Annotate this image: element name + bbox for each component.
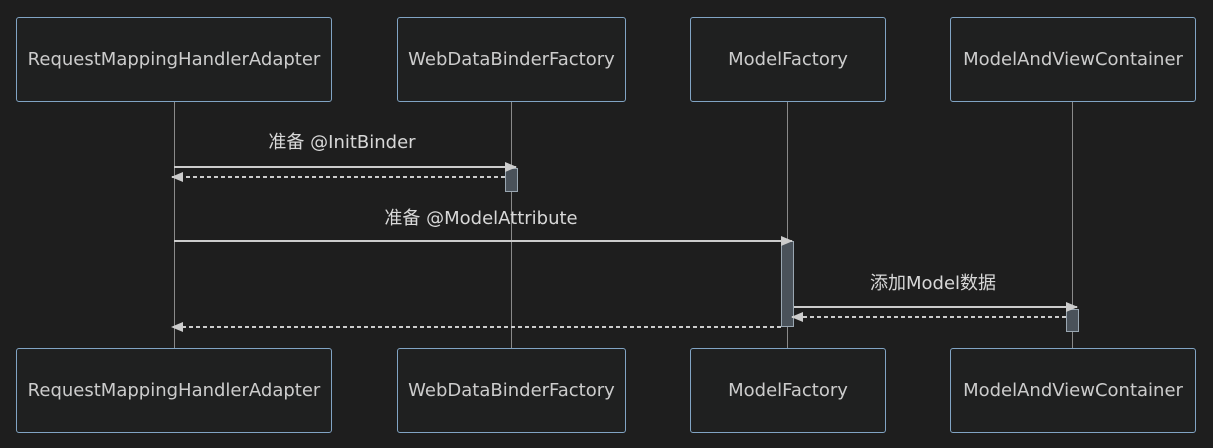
actor-binder-factory-top: WebDataBinderFactory	[397, 17, 626, 102]
message-label-model-attribute: 准备 @ModelAttribute	[384, 208, 578, 229]
actor-model-factory-bottom: ModelFactory	[690, 348, 886, 433]
lifeline-container	[1072, 102, 1073, 348]
lifeline-binder-factory	[511, 102, 512, 348]
actor-adapter-bottom: RequestMappingHandlerAdapter	[16, 348, 332, 433]
actor-container-top: ModelAndViewContainer	[950, 17, 1196, 102]
lifeline-adapter	[174, 102, 175, 348]
message-label-add-model-data: 添加Model数据	[869, 273, 997, 294]
lifeline-model-factory	[787, 102, 788, 348]
actor-container-bottom: ModelAndViewContainer	[950, 348, 1196, 433]
actor-binder-factory-bottom: WebDataBinderFactory	[397, 348, 626, 433]
actor-adapter-top: RequestMappingHandlerAdapter	[16, 17, 332, 102]
actor-model-factory-top: ModelFactory	[690, 17, 886, 102]
message-label-init-binder: 准备 @InitBinder	[268, 132, 416, 153]
